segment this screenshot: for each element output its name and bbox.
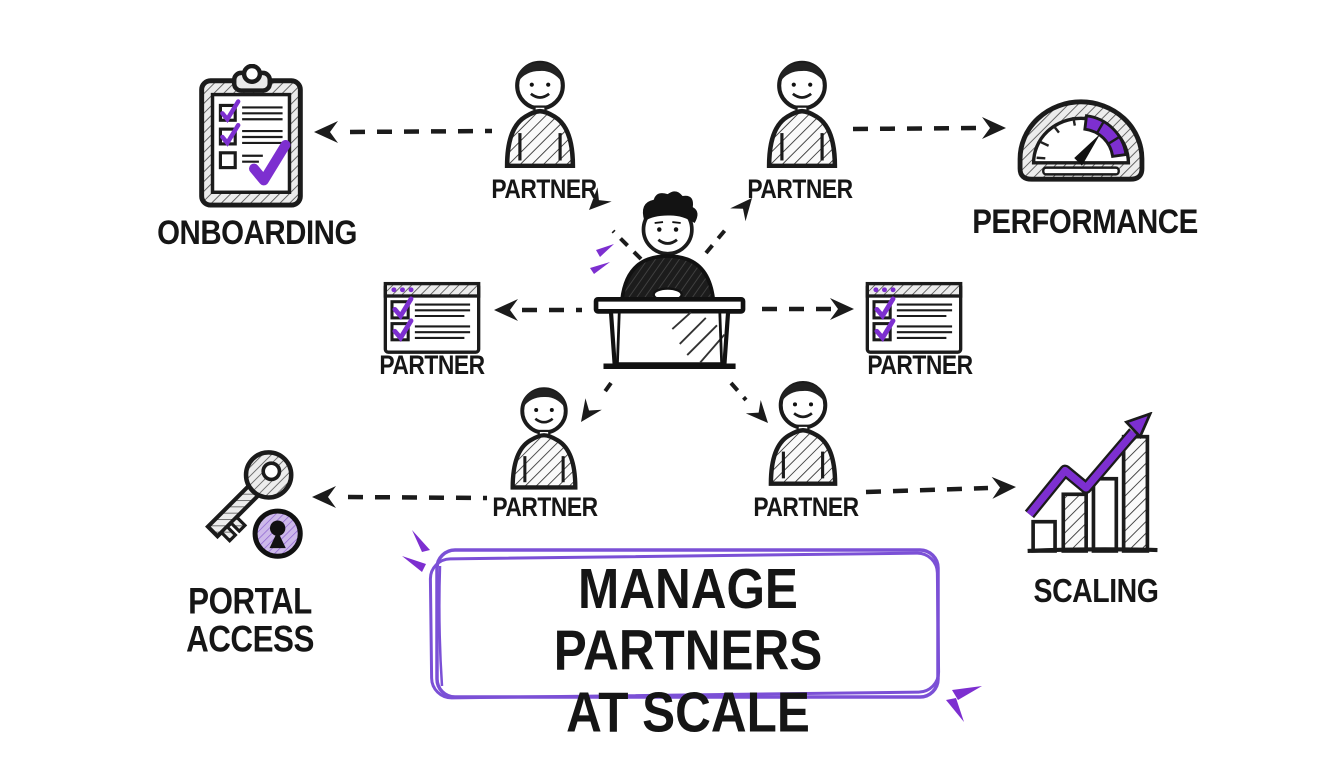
partner-bottom-left-label: PARTNER bbox=[492, 492, 598, 523]
dashed-line-onboarding bbox=[349, 128, 493, 135]
dashed-line-up-right bbox=[704, 227, 728, 255]
partner-mid-left-label: PARTNER bbox=[379, 350, 485, 381]
onboarding-label: ONBOARDING bbox=[157, 212, 357, 253]
title-line2: AT SCALE bbox=[566, 680, 810, 744]
emphasis-marks-box-bottom-right bbox=[946, 686, 982, 722]
dashed-line-up-left bbox=[611, 229, 643, 261]
title-box-text: MANAGE PARTNERS AT SCALE bbox=[445, 557, 932, 744]
manager-at-desk-icon bbox=[593, 191, 746, 370]
person-icon bbox=[766, 60, 838, 168]
dashed-line-portal bbox=[347, 494, 488, 501]
clipboard-checklist-icon bbox=[199, 64, 303, 208]
title-box-border bbox=[428, 548, 941, 700]
dashed-line-down-right bbox=[729, 381, 748, 402]
partner-top-left-label: PARTNER bbox=[491, 174, 597, 205]
title-line1: MANAGE PARTNERS bbox=[553, 557, 823, 682]
portal-access-label-line1: PORTAL bbox=[188, 579, 312, 622]
arrowheads bbox=[312, 117, 1016, 508]
dashed-line-down-left bbox=[599, 381, 613, 399]
partner-top-right-label: PARTNER bbox=[747, 174, 853, 205]
performance-label: PERFORMANCE bbox=[972, 201, 1198, 242]
gauge-icon bbox=[1017, 99, 1145, 182]
scaling-label: SCALING bbox=[1033, 572, 1159, 610]
partner-mid-right-label: PARTNER bbox=[867, 350, 973, 381]
growth-bar-chart-icon bbox=[1024, 412, 1158, 554]
dashed-line-scaling bbox=[865, 485, 989, 495]
portal-access-label-line2: ACCESS bbox=[186, 617, 314, 660]
person-icon bbox=[510, 387, 578, 490]
partner-bottom-right-label: PARTNER bbox=[753, 492, 859, 523]
checklist-window-icon bbox=[383, 281, 481, 354]
key-lock-icon bbox=[205, 450, 303, 559]
checklist-window-icon bbox=[865, 281, 963, 354]
emphasis-marks-center bbox=[590, 244, 614, 274]
dashed-line-performance bbox=[852, 125, 981, 132]
person-icon bbox=[768, 380, 838, 486]
person-icon bbox=[504, 60, 576, 168]
emphasis-marks-box-top-left bbox=[402, 530, 430, 572]
